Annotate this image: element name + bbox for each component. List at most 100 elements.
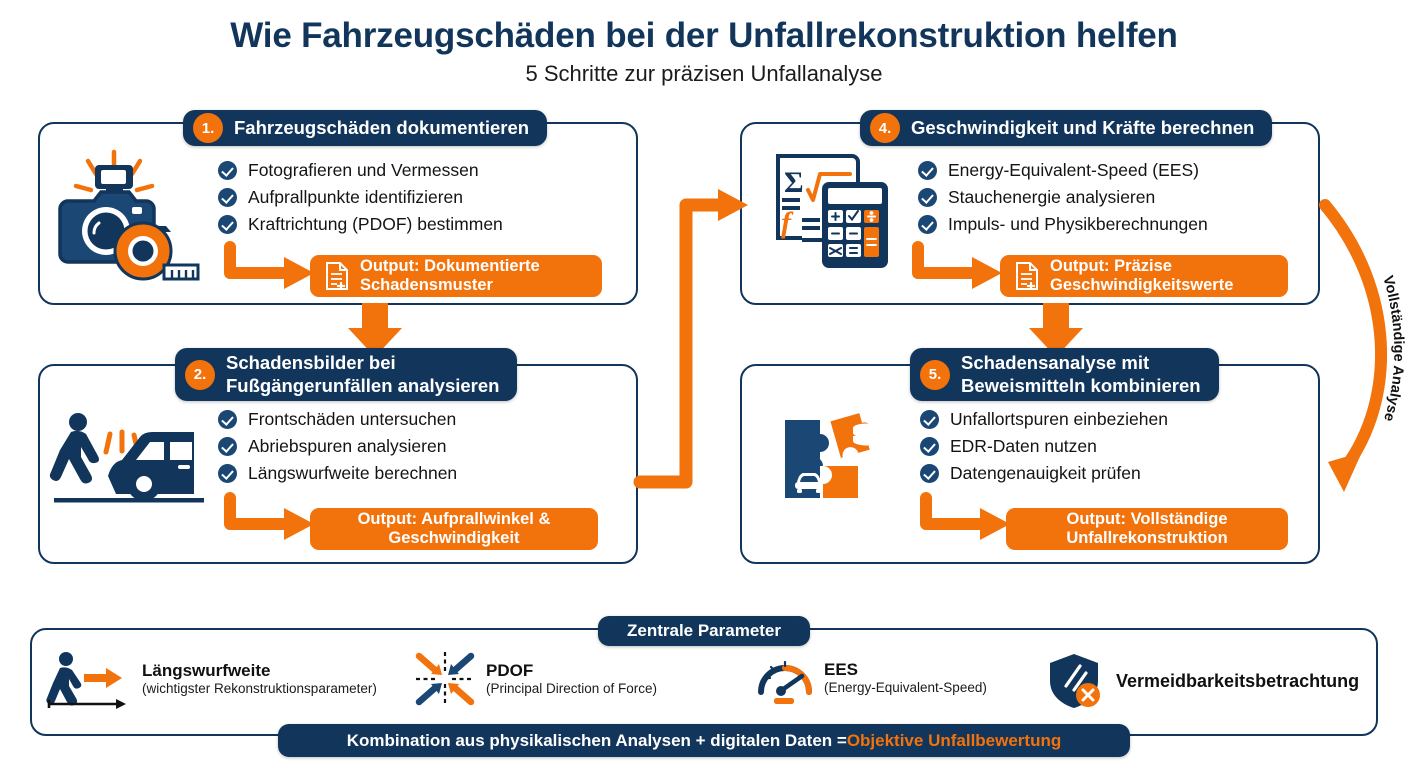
parameter-ees: EES (Energy-Equivalent-Speed) <box>756 650 987 706</box>
check-icon <box>218 161 237 180</box>
parameter-pdof: PDOF (Principal Direction of Force) <box>414 650 657 708</box>
document-plus-icon <box>1016 262 1038 290</box>
pedestrian-car-collision-icon <box>49 413 204 503</box>
parameter-sub: (Energy-Equivalent-Speed) <box>824 679 987 695</box>
parameter-vermeidbarkeit: Vermeidbarkeitsbetrachtung <box>1044 652 1359 710</box>
title-line: Fußgängerunfällen analysieren <box>226 374 500 396</box>
step-1-bullets: Fotografieren und Vermessen Aufprallpunk… <box>218 160 503 241</box>
parameter-name: PDOF <box>486 661 534 681</box>
step-1-output-arrow <box>224 241 314 289</box>
check-icon <box>918 215 937 234</box>
distance-measure-line <box>47 699 126 709</box>
bullet-item: Energy-Equivalent-Speed (EES) <box>918 160 1208 181</box>
speed-gauge-icon <box>758 660 812 704</box>
output-line: Geschwindigkeitswerte <box>1050 276 1234 294</box>
step-1-output-label: Output: Dokumentierte Schadensmuster <box>360 257 540 296</box>
step-5-header[interactable]: 5. Schadensanalyse mit Beweismitteln kom… <box>910 348 1219 401</box>
bullet-item: Kraftrichtung (PDOF) bestimmen <box>218 214 503 235</box>
check-icon <box>920 464 939 483</box>
bullet-item: Abriebspuren analysieren <box>218 436 457 457</box>
check-icon <box>918 188 937 207</box>
check-icon <box>218 437 237 456</box>
check-icon <box>920 437 939 456</box>
bullet-item: Stauchenergie analysieren <box>918 187 1208 208</box>
step-4-header[interactable]: 4. Geschwindigkeit und Kräfte berechnen <box>860 110 1273 146</box>
parameters-panel-header: Zentrale Parameter <box>598 616 810 646</box>
bullet-label: Energy-Equivalent-Speed (EES) <box>948 160 1199 180</box>
step-5-bullets: Unfallortspuren einbeziehen EDR-Daten nu… <box>920 409 1168 490</box>
output-line: Output: Aufprallwinkel & <box>357 509 551 528</box>
loop-label-text: Vollständige Analyse <box>1379 274 1406 423</box>
title-line: Beweismitteln kombinieren <box>961 374 1201 396</box>
step-4-number: 4. <box>870 113 900 143</box>
arrow-step2-to-step4 <box>633 189 748 489</box>
output-line: Schadensmuster <box>360 276 493 294</box>
loop-label: Vollständige Analyse <box>1348 268 1406 438</box>
step-2-output-arrow <box>224 492 314 540</box>
title-line: Schadensbilder bei <box>226 351 396 373</box>
footer-summary-bar: Kombination aus physikalischen Analysen … <box>278 724 1130 757</box>
output-line: Geschwindigkeit <box>388 529 520 547</box>
title-line: Schadensanalyse mit <box>961 351 1150 373</box>
output-line: Output: Vollständige <box>1066 509 1228 528</box>
bullet-item: Datengenauigkeit prüfen <box>920 463 1168 484</box>
check-icon <box>218 215 237 234</box>
page-subtitle: 5 Schritte zur präzisen Unfallanalyse <box>525 61 883 86</box>
bullet-label: Aufprallpunkte identifizieren <box>248 187 463 207</box>
step-5-title: Schadensanalyse mit Beweismitteln kombin… <box>961 352 1201 397</box>
svg-text:Vollständige Analyse: Vollständige Analyse <box>1379 274 1406 423</box>
step-2-title: Schadensbilder bei Fußgängerunfällen ana… <box>226 352 499 397</box>
step-2-output[interactable]: Output: Aufprallwinkel & Geschwindigkeit <box>310 508 598 550</box>
shield-x-icon <box>1050 654 1100 708</box>
step-5-number: 5. <box>920 359 950 390</box>
svg-text:Σ: Σ <box>784 166 804 199</box>
step-1-header[interactable]: 1. Fahrzeugschäden dokumentieren <box>183 110 548 146</box>
step-4-title: Geschwindigkeit und Kräfte berechnen <box>911 116 1255 138</box>
camera-tape-measure-icon <box>58 149 200 281</box>
bullet-item: Längswurfweite berechnen <box>218 463 457 484</box>
check-icon <box>218 464 237 483</box>
output-line: Output: Dokumentierte <box>360 256 540 275</box>
step-4-bullets: Energy-Equivalent-Speed (EES) Stauchener… <box>918 160 1208 241</box>
bullet-label: Datengenauigkeit prüfen <box>950 463 1141 483</box>
bullet-item: Fotografieren und Vermessen <box>218 160 503 181</box>
bullet-item: Frontschäden untersuchen <box>218 409 457 430</box>
step-5-output-arrow <box>920 492 1010 540</box>
bullet-label: Längswurfweite berechnen <box>248 463 458 483</box>
step-2-output-label: Output: Aufprallwinkel & Geschwindigkeit <box>358 510 551 549</box>
bullet-label: Impuls- und Physikberechnungen <box>948 214 1208 234</box>
bullet-item: Impuls- und Physikberechnungen <box>918 214 1208 235</box>
check-icon <box>218 188 237 207</box>
orange-direction-arrow <box>84 668 122 688</box>
calculator-formula-icon: Σ f <box>776 154 888 268</box>
step-5-output-label: Output: Vollständige Unfallrekonstruktio… <box>1066 510 1227 549</box>
svg-text:f: f <box>781 206 794 239</box>
output-line: Unfallrekonstruktion <box>1066 529 1228 547</box>
parameter-sub: (wichtigster Rekonstruktionsparameter) <box>142 680 377 696</box>
bullet-label: Abriebspuren analysieren <box>248 436 447 456</box>
step-5-output[interactable]: Output: Vollständige Unfallrekonstruktio… <box>1006 508 1288 550</box>
check-icon <box>918 161 937 180</box>
pedestrian-throw-distance-icon <box>46 652 126 709</box>
step-1-output[interactable]: Output: Dokumentierte Schadensmuster <box>310 255 602 297</box>
bullet-label: Kraftrichtung (PDOF) bestimmen <box>248 214 503 234</box>
check-icon <box>218 410 237 429</box>
step-4-output-label: Output: Präzise Geschwindigkeitswerte <box>1050 257 1233 296</box>
parameter-name: EES <box>824 660 859 680</box>
output-line: Output: Präzise <box>1050 256 1172 275</box>
step-2-header[interactable]: 2. Schadensbilder bei Fußgängerunfällen … <box>175 348 518 401</box>
bullet-label: Unfallortspuren einbeziehen <box>950 409 1168 429</box>
step-4-output[interactable]: Output: Präzise Geschwindigkeitswerte <box>1000 255 1288 297</box>
parameter-sub: (Principal Direction of Force) <box>486 680 658 696</box>
puzzle-car-database-icon <box>785 413 879 498</box>
footer-text-accent: Objektive Unfallbewertung <box>846 730 1062 750</box>
document-plus-icon <box>326 262 348 290</box>
step-2-number: 2. <box>185 359 215 390</box>
bullet-item: EDR-Daten nutzen <box>920 436 1168 457</box>
step-2-bullets: Frontschäden untersuchen Abriebspuren an… <box>218 409 457 490</box>
parameter-laengswurfweite: Längswurfweite (wichtigster Rekonstrukti… <box>44 650 377 709</box>
bullet-label: EDR-Daten nutzen <box>950 436 1097 456</box>
page-title: Wie Fahrzeugschäden bei der Unfallrekons… <box>230 16 1178 55</box>
step-1-number: 1. <box>193 113 223 143</box>
